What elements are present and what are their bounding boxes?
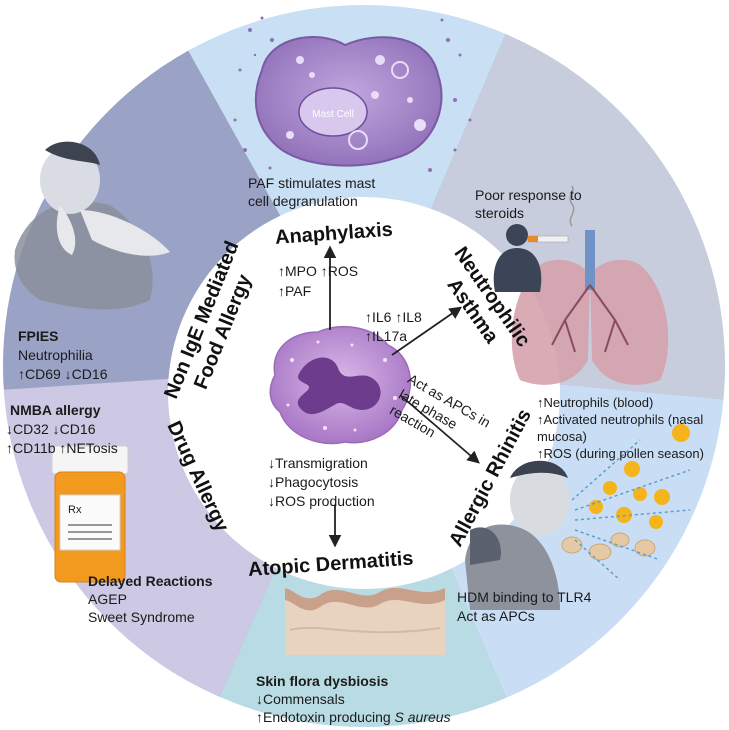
sneeze-spray-lines [571,439,691,581]
fpies-line-1: Neutrophilia [18,347,93,363]
arrow-down-right [399,394,480,464]
arrows [323,245,480,548]
rhinitis-top-line-2: ↑Activated neutrophils (nasal [537,412,703,427]
outer-ring-border [1,3,727,729]
asthma-line-1: Poor response to [475,187,582,203]
mast-cell-label: Mast Cell [312,109,354,120]
delayed-line-2: Sweet Syndrome [88,609,195,625]
nmba-title: NMBA allergy [10,402,101,418]
fpies-line-2: ↑CD69 ↓CD16 [18,366,108,382]
asthma-line-2: steroids [475,205,524,221]
rhinitis-top-line-1: ↑Neutrophils (blood) [537,395,653,410]
anaphylaxis-line-1: PAF stimulates mast [248,175,375,191]
dermatitis-line-1: ↓Commensals [256,691,345,707]
center-down-line-1: ↓Transmigration [268,455,368,471]
delayed-title: Delayed Reactions [88,573,213,589]
anaphylaxis-line-2: cell degranulation [248,193,358,209]
person-nausea-illustration [14,141,170,310]
fpies-title: FPIES [18,328,58,344]
center-down-line-3: ↓ROS production [268,493,375,509]
smoker-figure-illustration [493,185,575,292]
dermatitis-line-2: ↑Endotoxin producing S aureus [256,709,451,725]
mast-cell-illustration: Mast Cell [233,16,472,172]
rhinitis-top-line-3: mucosa) [537,429,587,444]
neutrophil-illustration [269,326,412,445]
rhinitis-top-line-4: ↑ROS (during pollen season) [537,446,704,461]
pill-bottle-illustration: Rx [51,445,129,583]
skin-layer-illustration [285,588,445,655]
center-right-line-2: ↑IL17a [365,328,407,344]
nmba-line-2: ↑CD11b ↑NETosis [6,440,118,456]
person-sneezing-illustration [465,460,570,610]
nmba-line-1: ↓CD32 ↓CD16 [6,421,96,437]
center-down-line-2: ↓Phagocytosis [268,474,358,490]
dermatitis-line-2-italic: S aureus [395,709,451,725]
delayed-line-1: AGEP [88,591,127,607]
rx-label: Rx [68,504,82,516]
rhinitis-bottom-line-1: HDM binding to TLR4 [457,589,592,605]
dermatitis-line-2-prefix: ↑Endotoxin producing [256,709,395,725]
pollen-particles [589,424,690,529]
center-up-line-1: ↑MPO ↑ROS [278,263,358,279]
sector-labels: PAF stimulates mast cell degranulation P… [6,175,704,725]
arrow-up-right [391,306,463,356]
center-right-line-1: ↑IL6 ↑IL8 [365,309,422,325]
dermatitis-title: Skin flora dysbiosis [256,673,388,689]
center-up-line-2: ↑PAF [278,283,311,299]
rhinitis-bottom-line-2: Act as APCs [457,608,535,624]
